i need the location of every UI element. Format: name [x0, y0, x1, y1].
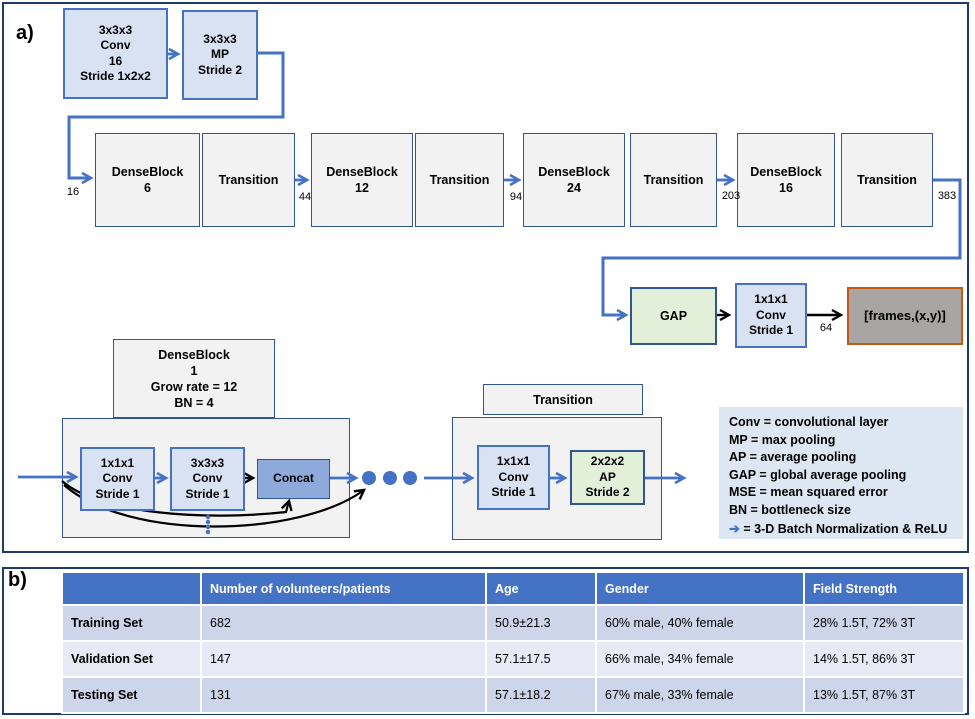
- legend-line: Conv = convolutional layer: [729, 415, 889, 429]
- node-head-conv: 1x1x1 Conv Stride 1: [735, 283, 807, 348]
- vertical-ellipsis-dot: [205, 519, 211, 525]
- node-output: [frames,(x,y)]: [847, 287, 963, 345]
- cell-count: 682: [200, 604, 487, 642]
- header-cell-blank: [61, 571, 202, 606]
- node-maxpool-stem: 3x3x3 MP Stride 2: [182, 10, 258, 100]
- batchnorm-arrow-icon: ➔: [729, 520, 740, 536]
- cell-field-strength: 28% 1.5T, 72% 3T: [803, 604, 965, 642]
- cell-field-strength: 13% 1.5T, 87% 3T: [803, 676, 965, 714]
- transition-detail-conv: 1x1x1 Conv Stride 1: [477, 445, 550, 510]
- cell-age: 50.9±21.3: [485, 604, 597, 642]
- header-cell-count: Number of volunteers/patients: [200, 571, 487, 606]
- legend-line: MSE = mean squared error: [729, 485, 888, 500]
- table-row-testing: Testing Set 131 57.1±18.2 67% male, 33% …: [61, 676, 965, 714]
- cell-gender: 66% male, 34% female: [595, 640, 805, 678]
- transition-detail-header: Transition: [483, 384, 643, 415]
- vertical-ellipsis-dot: [205, 529, 211, 535]
- legend-arrow-text: = 3-D Batch Normalization & ReLU: [743, 521, 948, 536]
- cell-count: 131: [200, 676, 487, 714]
- legend-line: BN = bottleneck size: [729, 502, 851, 517]
- node-transition-1: Transition: [202, 133, 295, 227]
- denseblock-detail-concat: Concat: [257, 459, 330, 499]
- cell-count: 147: [200, 640, 487, 678]
- wire-transition4-to-gap: [601, 178, 962, 322]
- cell-age: 57.1±17.5: [485, 640, 597, 678]
- wire-mp-to-denseblock6: [67, 51, 285, 185]
- panel-a-label: a): [16, 22, 34, 44]
- ellipsis-dot: [403, 471, 417, 485]
- ellipsis-dot: [362, 471, 376, 485]
- row-label: Validation Set: [61, 640, 202, 678]
- row-label: Training Set: [61, 604, 202, 642]
- header-cell-gender: Gender: [595, 571, 805, 606]
- node-transition-2: Transition: [415, 133, 504, 227]
- channel-label-16: 16: [66, 186, 80, 198]
- transition-detail-ap: 2x2x2 AP Stride 2: [570, 450, 645, 505]
- cell-gender: 60% male, 40% female: [595, 604, 805, 642]
- cell-field-strength: 14% 1.5T, 86% 3T: [803, 640, 965, 678]
- node-denseblock-6: DenseBlock 6: [95, 133, 200, 227]
- panel-b-label: b): [8, 569, 27, 591]
- node-denseblock-24: DenseBlock 24: [523, 133, 625, 227]
- table-row-validation: Validation Set 147 57.1±17.5 66% male, 3…: [61, 640, 965, 678]
- dataset-table: Number of volunteers/patients Age Gender…: [61, 571, 965, 714]
- denseblock-detail-header: DenseBlock 1 Grow rate = 12 BN = 4: [113, 339, 275, 418]
- node-conv-stem: 3x3x3 Conv 16 Stride 1x2x2: [63, 8, 168, 99]
- cell-age: 57.1±18.2: [485, 676, 597, 714]
- row-label: Testing Set: [61, 676, 202, 714]
- legend-line: MP = max pooling: [729, 432, 836, 447]
- legend-line: AP = average pooling: [729, 450, 857, 465]
- vertical-ellipsis-dot: [205, 524, 211, 530]
- header-cell-age: Age: [485, 571, 597, 606]
- node-transition-4: Transition: [841, 133, 933, 227]
- table-header-row: Number of volunteers/patients Age Gender…: [61, 571, 965, 606]
- channel-label-94: 94: [509, 191, 523, 203]
- node-denseblock-12: DenseBlock 12: [311, 133, 413, 227]
- node-denseblock-16: DenseBlock 16: [737, 133, 835, 227]
- legend-line-arrow: ➔ = 3-D Batch Normalization & ReLU: [729, 520, 963, 539]
- table-row-training: Training Set 682 50.9±21.3 60% male, 40%…: [61, 604, 965, 642]
- header-cell-field-strength: Field Strength: [803, 571, 965, 606]
- denseblock-detail-conv2: 3x3x3 Conv Stride 1: [170, 447, 245, 511]
- legend-box: Conv = convolutional layer MP = max pool…: [719, 407, 963, 539]
- denseblock-detail-conv1: 1x1x1 Conv Stride 1: [80, 447, 155, 511]
- channel-label-64: 64: [819, 322, 833, 334]
- channel-label-44: 44: [298, 191, 312, 203]
- channel-label-383: 383: [937, 190, 957, 202]
- vertical-ellipsis-dot: [205, 514, 211, 520]
- legend-line: GAP = global average pooling: [729, 467, 907, 482]
- ellipsis-dot: [383, 471, 397, 485]
- cell-gender: 67% male, 33% female: [595, 676, 805, 714]
- node-transition-3: Transition: [630, 133, 717, 227]
- node-gap: GAP: [630, 287, 717, 345]
- channel-label-203: 203: [721, 190, 741, 202]
